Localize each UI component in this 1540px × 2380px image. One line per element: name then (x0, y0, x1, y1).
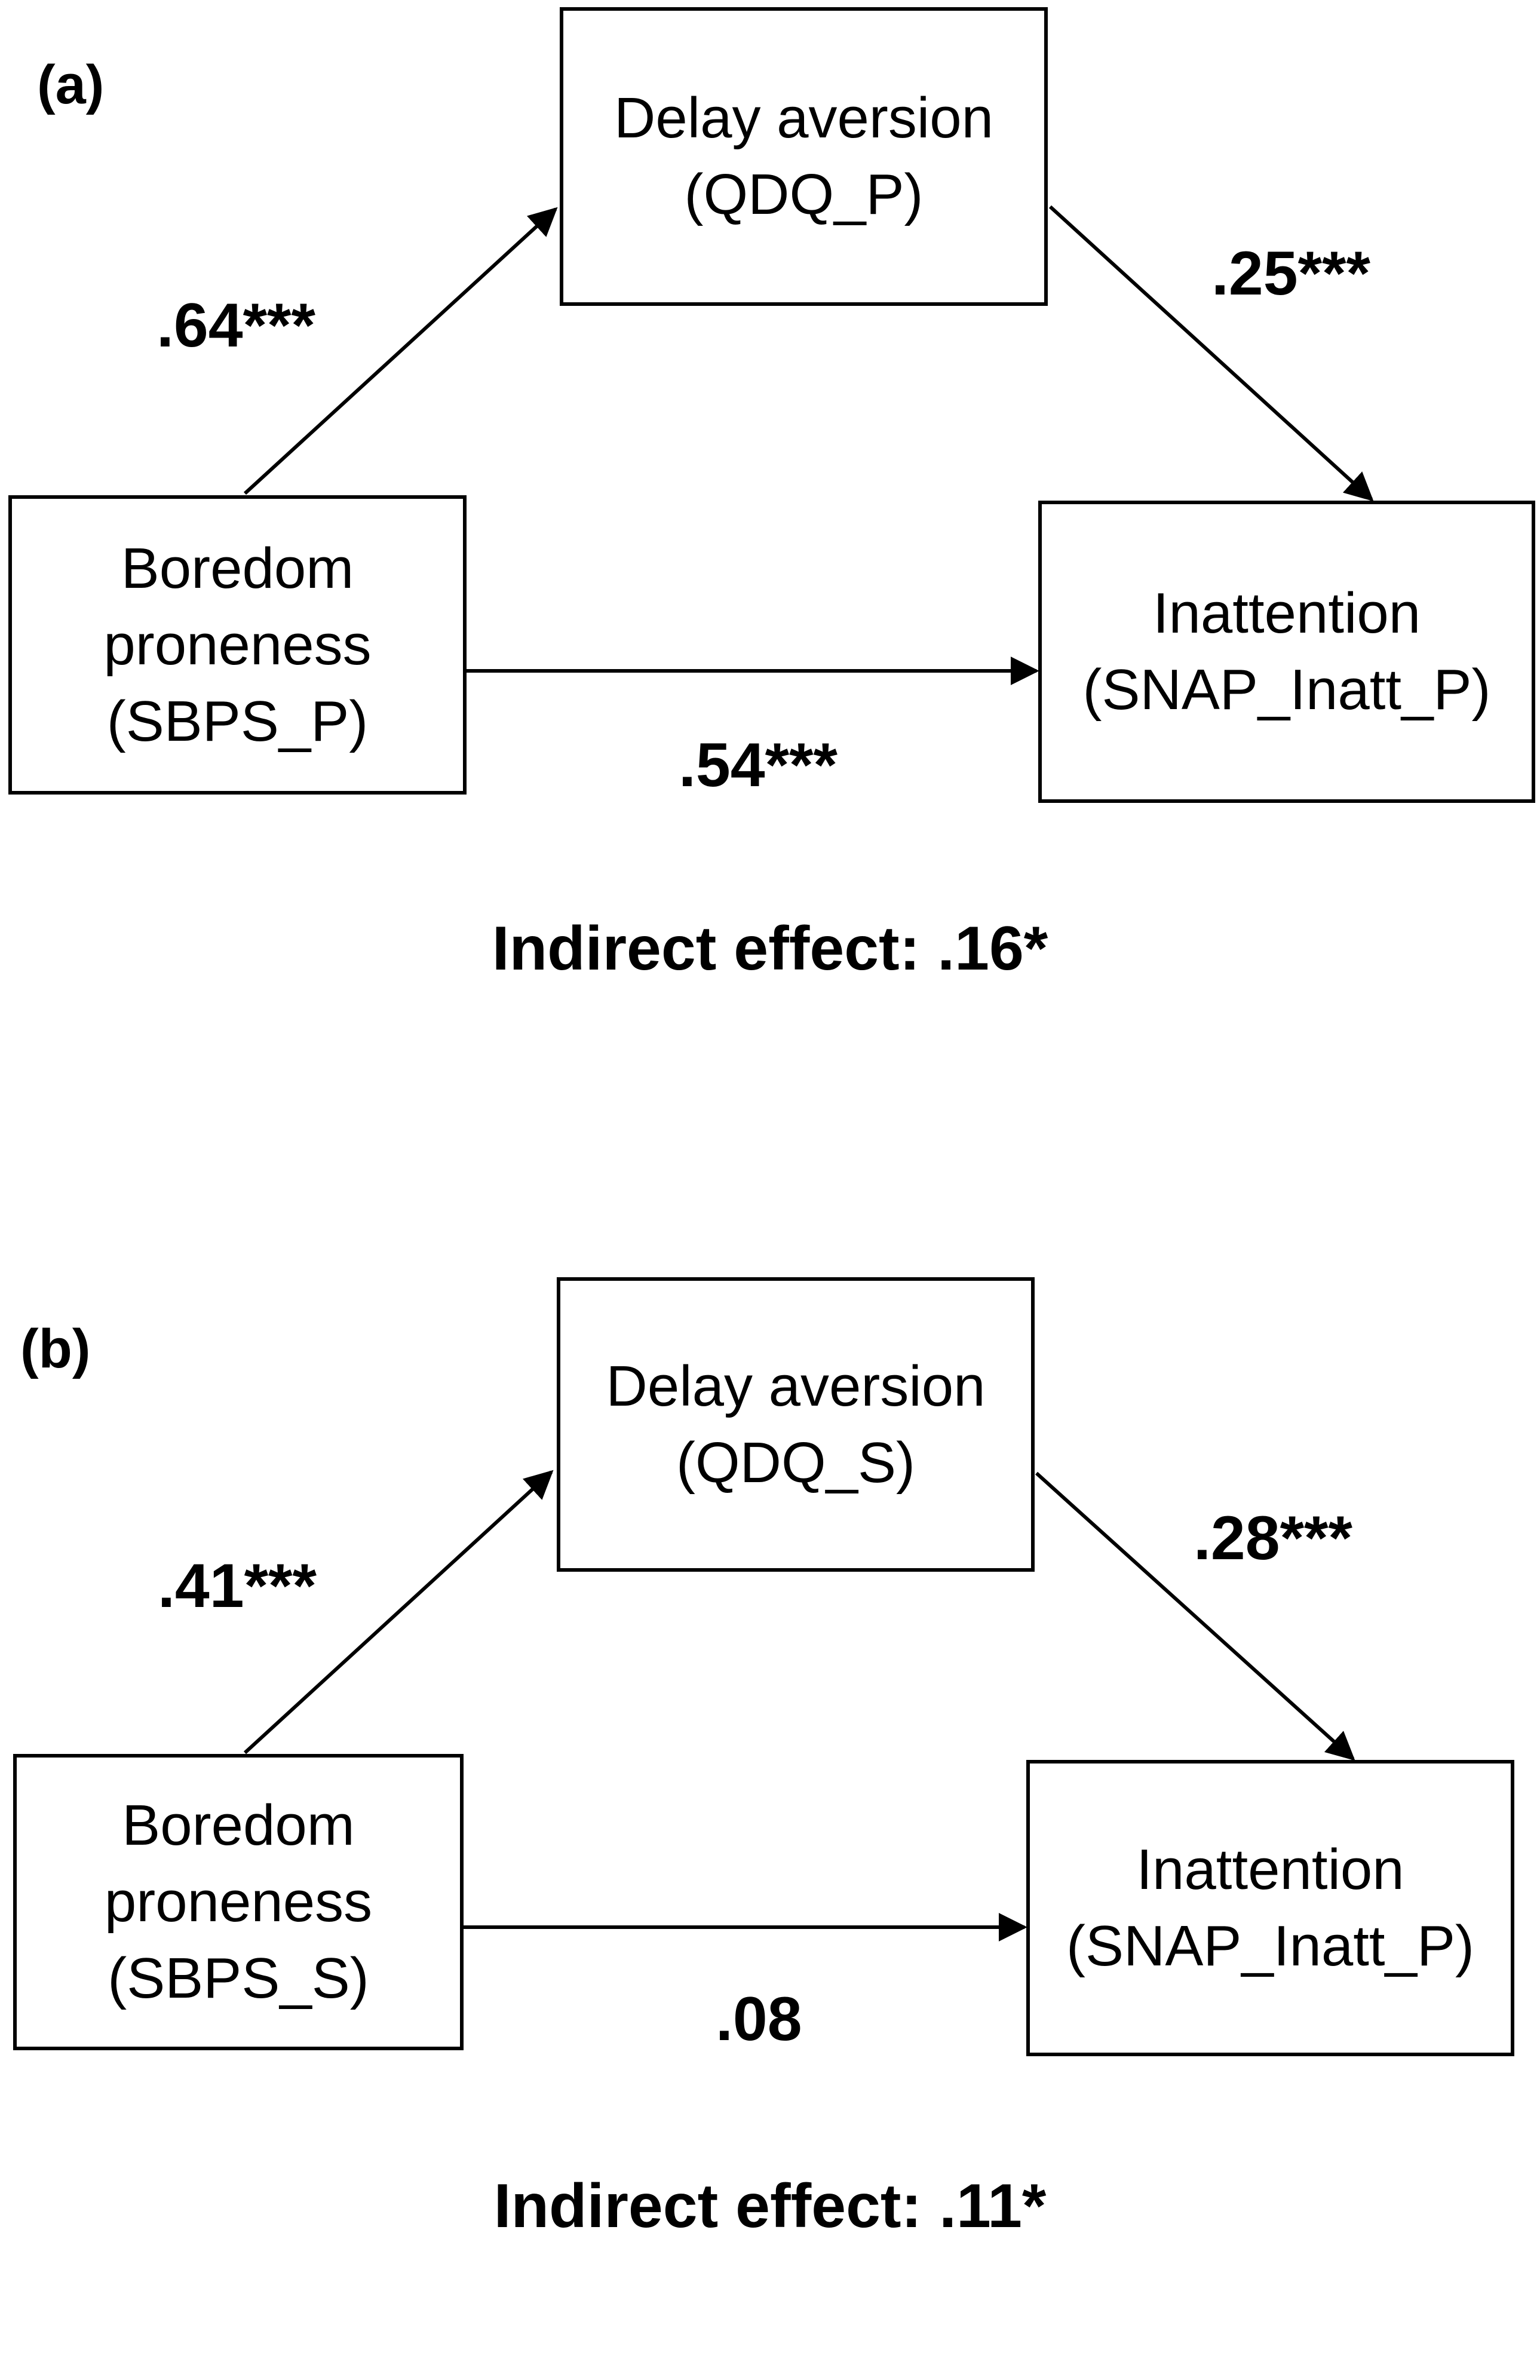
path-a-arrow (243, 207, 558, 495)
predictor-name-1: Boredom (122, 1793, 355, 1857)
outcome-name: Inattention (1152, 581, 1421, 645)
outcome-name: Inattention (1136, 1838, 1404, 1901)
indirect-effect-value: .11* (939, 2172, 1047, 2241)
indirect-effect: Indirect effect: .16* (0, 916, 1540, 982)
panel-label: (a) (37, 54, 105, 115)
path-b-arrow (1048, 205, 1374, 502)
panel-a: (a) Delay aversion (QDQ_P) Boredom prone… (0, 0, 1540, 1115)
path-a-coefficient: .64*** (157, 291, 315, 360)
predictor-name-2: proneness (104, 1870, 373, 1934)
path-a-coefficient: .41*** (158, 1551, 317, 1621)
panel-label: (b) (20, 1318, 91, 1379)
outcome-code: (SNAP_Inatt_P) (1066, 1914, 1474, 1978)
predictor-code: (SBPS_S) (108, 1946, 369, 2010)
panel-b: (b) Delay aversion (QDQ_S) Boredom prone… (0, 1265, 1540, 2380)
mediator-code: (QDQ_P) (684, 162, 924, 226)
panel-a-arrows (243, 205, 1374, 685)
path-c-coefficient: .54*** (679, 731, 838, 800)
path-a-arrow (243, 1470, 554, 1755)
mediator-box: Delay aversion (QDQ_S) (557, 1277, 1035, 1572)
mediator-box: Delay aversion (QDQ_P) (560, 7, 1048, 306)
indirect-effect-label: Indirect effect: (493, 2172, 922, 2241)
mediator-code: (QDQ_S) (676, 1430, 916, 1495)
outcome-box: Inattention (SNAP_Inatt_P) (1026, 1760, 1514, 2056)
predictor-box: Boredom proneness (SBPS_S) (13, 1754, 464, 2050)
mediator-name: Delay aversion (606, 1354, 986, 1418)
outcome-box: Inattention (SNAP_Inatt_P) (1038, 501, 1535, 803)
mediator-name: Delay aversion (614, 86, 993, 150)
indirect-effect: Indirect effect: .11* (0, 2173, 1540, 2239)
predictor-code: (SBPS_P) (106, 689, 369, 753)
indirect-effect-value: .16* (937, 914, 1048, 983)
indirect-effect-label: Indirect effect: (492, 914, 921, 983)
path-c-coefficient: .08 (716, 1985, 802, 2054)
outcome-code: (SNAP_Inatt_P) (1082, 658, 1491, 722)
predictor-name-1: Boredom (121, 536, 354, 600)
path-b-coefficient: .28*** (1194, 1504, 1352, 1573)
path-b-arrow (1035, 1471, 1355, 1761)
panel-b-arrows (243, 1470, 1355, 1942)
predictor-name-2: proneness (103, 612, 372, 677)
path-b-coefficient: .25*** (1211, 239, 1370, 308)
predictor-box: Boredom proneness (SBPS_P) (8, 495, 467, 795)
